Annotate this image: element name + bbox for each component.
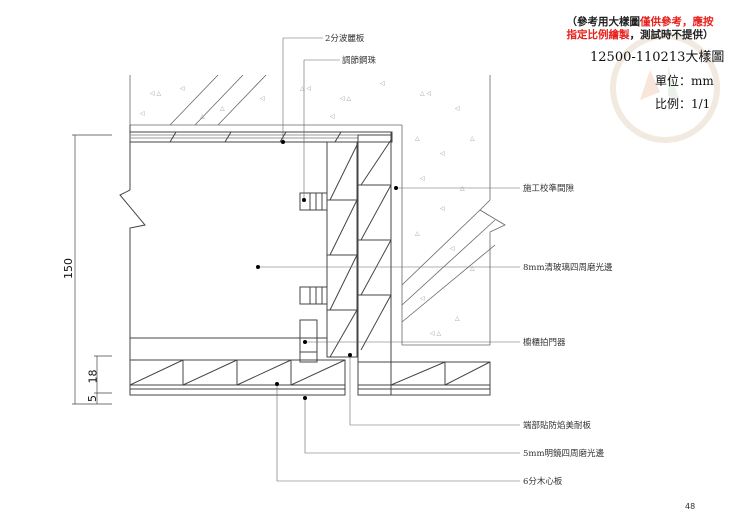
svg-text:△ ◁: △ ◁ [300,85,312,92]
scale-label: 比例：1/1 [655,97,711,111]
svg-text:◁: ◁ [140,110,145,117]
unit-label: 單位：mm [655,74,714,88]
label-blockboard: 6分木心板 [523,477,563,487]
leader-dots [256,140,398,400]
svg-text:◁: ◁ [450,245,455,252]
label-glass: 8mm清玻璃四周磨光邊 [523,263,613,273]
svg-text:△: △ [455,315,460,322]
drawing-title: 12500-110213大樣圖 [590,50,725,65]
svg-text:◁: ◁ [440,150,445,157]
svg-text:△: △ [415,230,420,237]
dimension-5: 5 [86,395,99,402]
svg-text:△: △ [470,265,475,272]
watermark-seal [610,33,720,143]
label-polyester-board: 2分波麗板 [325,34,365,44]
dimension-lines [72,134,112,405]
note-text: ，測試時不提供） [629,29,714,41]
svg-text:◁: ◁ [330,113,335,120]
svg-text:◁ △: ◁ △ [430,330,442,337]
svg-text:◁: ◁ [455,105,460,112]
svg-text:◁ △: ◁ △ [340,95,352,102]
label-door-catch: 櫥櫃拍門器 [523,338,566,348]
svg-text:◁: ◁ [180,85,185,92]
cabinet-frame [119,125,491,396]
note-warning: 指定比例繪製 [566,29,630,41]
svg-text:◁: ◁ [420,175,425,182]
svg-text:△: △ [220,105,225,112]
svg-text:◁: ◁ [440,205,445,212]
page-number: 48 [685,502,696,511]
svg-text:△ ◁: △ ◁ [420,90,432,97]
label-gap: 施工校準間隙 [523,184,575,194]
svg-text:◁ △: ◁ △ [150,90,162,97]
svg-text:△: △ [415,135,420,142]
svg-text:◁: ◁ [380,80,385,87]
svg-text:◁: ◁ [260,95,265,102]
svg-text:△: △ [470,135,475,142]
svg-text:△: △ [460,185,465,192]
label-mirror: 5mm明鏡四周磨光邊 [523,449,605,459]
label-adjust-ball: 調節鋼珠 [342,56,377,66]
svg-text:△: △ [200,113,205,120]
note-text: （參考用大樣圖 [566,16,641,28]
note-warning: 僅供參考，應按 [640,16,714,28]
svg-text:◁: ◁ [420,295,425,302]
dimension-overall: 150 [62,258,75,279]
label-laminate: 端部貼防焰美耐板 [523,421,592,431]
leader-lines [258,37,520,482]
concrete-wall [129,74,506,346]
reference-note: （參考用大樣圖僅供參考，應按 指定比例繪製，測試時不提供） [550,16,730,42]
dimension-18: 18 [86,369,100,384]
